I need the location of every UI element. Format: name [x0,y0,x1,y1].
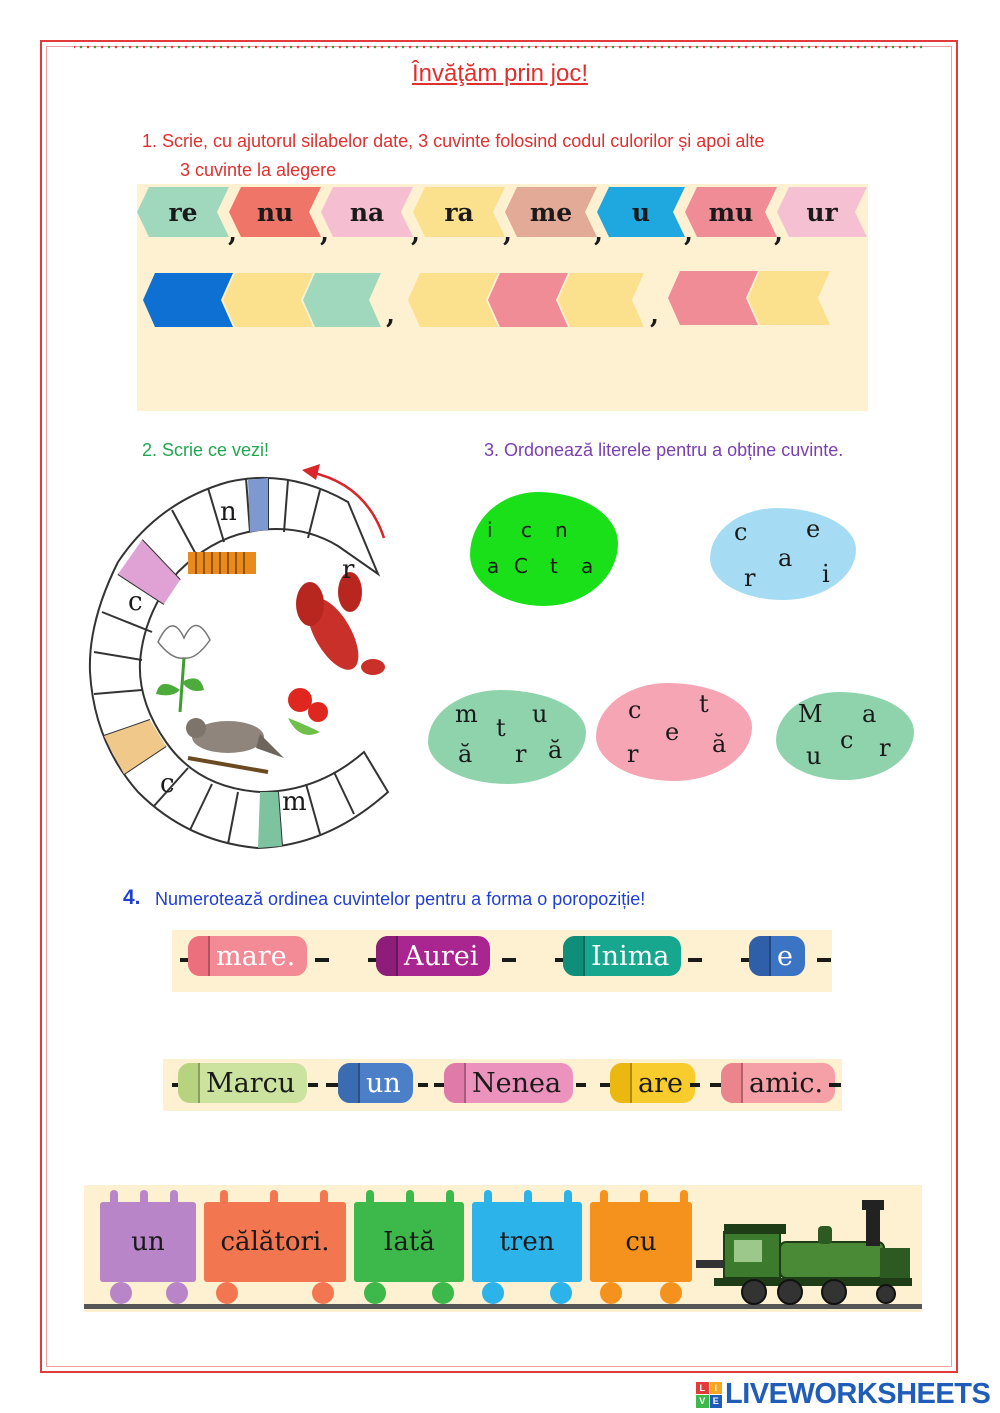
letter-cloud [776,692,914,780]
cloud-letter: c [734,518,748,546]
rail [84,1304,922,1309]
cloud-letter: e [806,515,821,543]
ex4-number: 4. [123,886,141,909]
page-frame [40,40,958,1373]
syllable-tag: ur [777,187,867,237]
word-pill-aurei[interactable]: Aurei [376,936,491,976]
cloud-letter: ă [458,740,473,768]
spiral-letter: m [282,787,307,817]
train-wagon[interactable]: Iată [354,1202,464,1282]
cloud-letter: a [778,544,793,572]
cloud-letter: c [521,518,532,542]
word-pill-un[interactable]: un [338,1063,413,1103]
train-wagon[interactable]: tren [472,1202,582,1282]
answer-slot-green[interactable] [303,273,381,327]
cloud-letter: i [822,560,830,588]
cloud-letter: a [581,554,594,578]
train-wagon[interactable]: cu [590,1202,692,1282]
comma: , [503,218,513,248]
cloud-letter: t [496,714,506,742]
word-pill-inima[interactable]: Inima [563,936,682,976]
spiral-letter: c [128,587,143,617]
answer-slot-yellow[interactable] [748,271,830,325]
answer-slot-yellow[interactable] [408,273,498,327]
syllable-tag: nu [229,187,321,237]
cloud-letter: M [798,700,823,728]
brand-logo-icon: L I V E [696,1381,722,1408]
cloud-letter: c [628,696,642,724]
cloud-letter: r [744,564,756,592]
syllable-tag: ra [413,187,505,237]
cloud-letter: r [879,734,891,762]
cloud-letter: ă [548,736,563,764]
lobster-icon [296,572,385,675]
locomotive-icon [696,1200,912,1305]
train-wagon[interactable]: un [100,1202,196,1282]
comma: , [684,218,694,248]
word-pill-e[interactable]: e [749,936,805,976]
word-pill-amic[interactable]: amic. [721,1063,836,1103]
answer-slot-yellow[interactable] [223,273,313,327]
cloud-letter: c [840,726,854,754]
cloud-letter: a [487,554,500,578]
bird-icon [186,718,284,774]
spiral-letter: n [220,497,237,527]
ex1-instruction-line2: 3 cuvinte la alegere [180,160,337,180]
answer-slot-yellow[interactable] [558,273,644,327]
pan-flute-icon [188,552,256,574]
ex3-instruction: 3. Ordonează literele pentru a obține cu… [484,440,844,460]
word-pill-marcu[interactable]: Marcu [178,1063,308,1103]
syllable-tag: na [321,187,413,237]
page-title: Învăţăm prin joc! [411,60,589,87]
comma: , [320,218,330,248]
word-pill-are[interactable]: are [610,1063,695,1103]
word-pill-nenea[interactable]: Nenea [444,1063,574,1103]
train-wagon[interactable]: călători. [204,1202,346,1282]
decorative-dotted-border [74,44,926,50]
cloud-letter: e [665,718,680,746]
syllable-tag: me [505,187,597,237]
ex2-instruction: 2. Scrie ce vezi! [142,440,270,460]
comma: , [650,300,660,330]
comma: , [228,218,238,248]
cloud-letter: n [555,518,568,542]
letter-cloud [710,508,856,600]
comma: , [774,218,784,248]
word-pill-mare[interactable]: mare. [188,936,308,976]
cloud-letter: u [532,700,548,728]
cloud-letter: t [699,690,709,718]
cloud-letter: u [806,742,822,770]
spiral-letter: r [342,555,355,585]
letter-cloud [596,683,752,781]
cloud-letter: m [455,700,478,728]
ex1-instruction-line1: 1. Scrie, cu ajutorul silabelor date, 3 … [142,131,765,151]
arrow-icon [309,470,386,539]
syllable-tag: u [597,187,685,237]
cloud-letter: C [514,554,528,578]
syllable-tag: re [137,187,229,237]
answer-slot-pink[interactable] [488,273,568,327]
liveworksheets-logo[interactable]: L I V E LIVEWORKSHEETS [696,1378,991,1411]
cloud-letter: t [550,554,558,578]
cloud-letter: ă [712,730,727,758]
answer-slot-pink[interactable] [668,271,758,325]
cloud-letter: r [627,740,639,768]
lily-icon [156,624,211,713]
comma: , [411,218,421,248]
spiral-letter: c [160,769,175,799]
cloud-letter: a [862,700,877,728]
answer-slot-blue[interactable] [143,273,233,327]
comma: , [386,300,396,330]
letter-cloud [428,690,586,784]
syllable-tag: mu [685,187,777,237]
brand-name: LIVEWORKSHEETS [725,1378,991,1410]
poppy-icon [288,688,328,735]
letter-cloud [470,492,618,606]
comma: , [594,218,604,248]
cloud-letter: i [487,518,493,542]
letter-spiral: n r c c m [88,464,390,850]
ex4-instruction: Numerotează ordinea cuvintelor pentru a … [155,889,646,909]
cloud-letter: r [515,740,527,768]
